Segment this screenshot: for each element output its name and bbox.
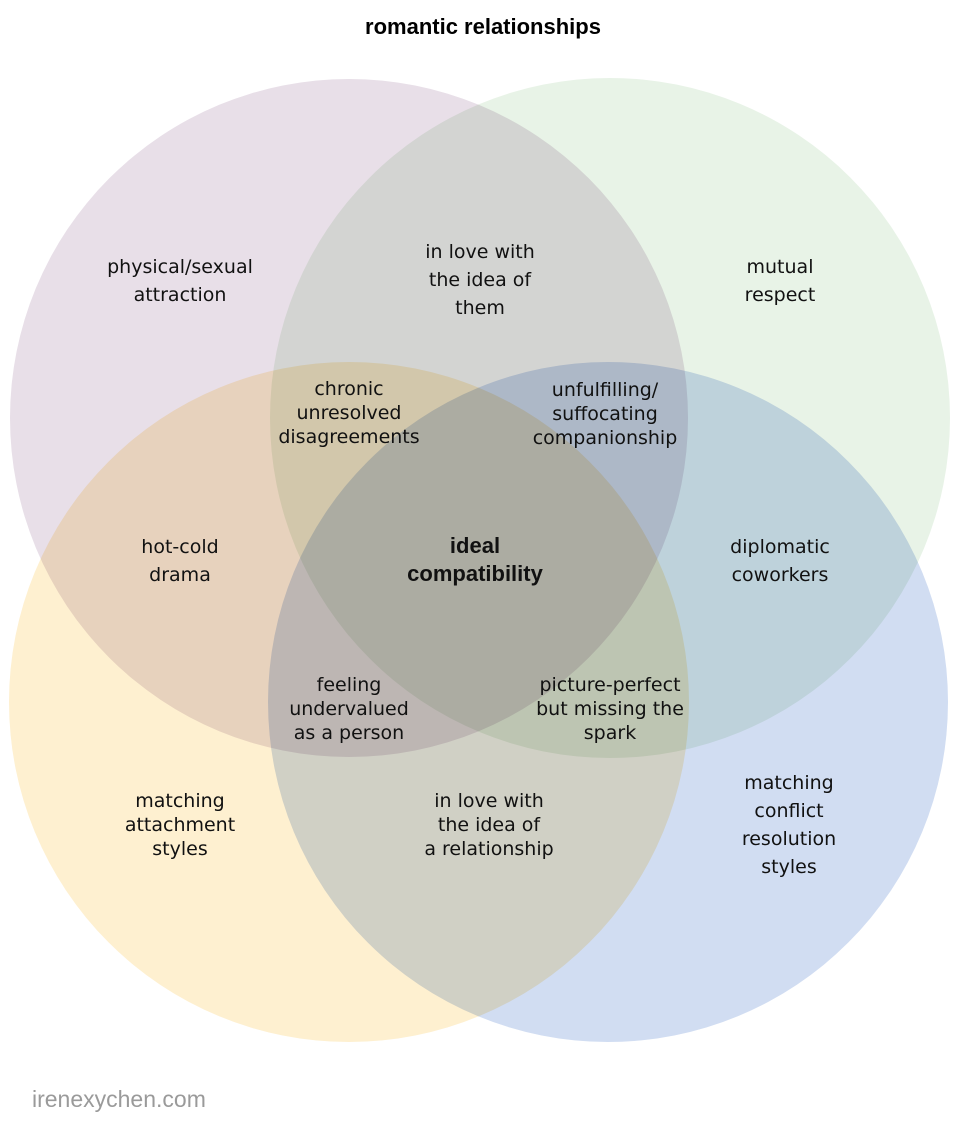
label-unfulfilling-companionship: unfulfilling/ suffocating companionship [532, 379, 678, 449]
credit-watermark: irenexychen.com [32, 1086, 206, 1112]
label-in-love-idea-relationship: in love with the idea of a relationship [424, 790, 554, 860]
label-physical-attraction: physical/sexual attraction [107, 256, 253, 306]
label-diplomatic-coworkers: diplomatic coworkers [730, 536, 830, 586]
label-matching-attachment: matching attachment styles [124, 790, 236, 860]
label-hot-cold-drama: hot-cold drama [141, 536, 219, 586]
label-picture-perfect: picture-perfect but missing the spark [536, 674, 684, 744]
label-mutual-respect: mutual respect [744, 256, 816, 306]
label-matching-conflict: matching conflict resolution styles [741, 772, 837, 878]
label-chronic-disagreements: chronic unresolved disagreements [278, 378, 420, 448]
label-in-love-idea-them: in love with the idea of them [425, 241, 535, 319]
label-feeling-undervalued: feeling undervalued as a person [289, 674, 409, 744]
label-ideal-compatibility: ideal compatibility [407, 533, 543, 586]
circle-bottom-right [268, 362, 948, 1042]
diagram-title: romantic relationships [365, 14, 601, 39]
